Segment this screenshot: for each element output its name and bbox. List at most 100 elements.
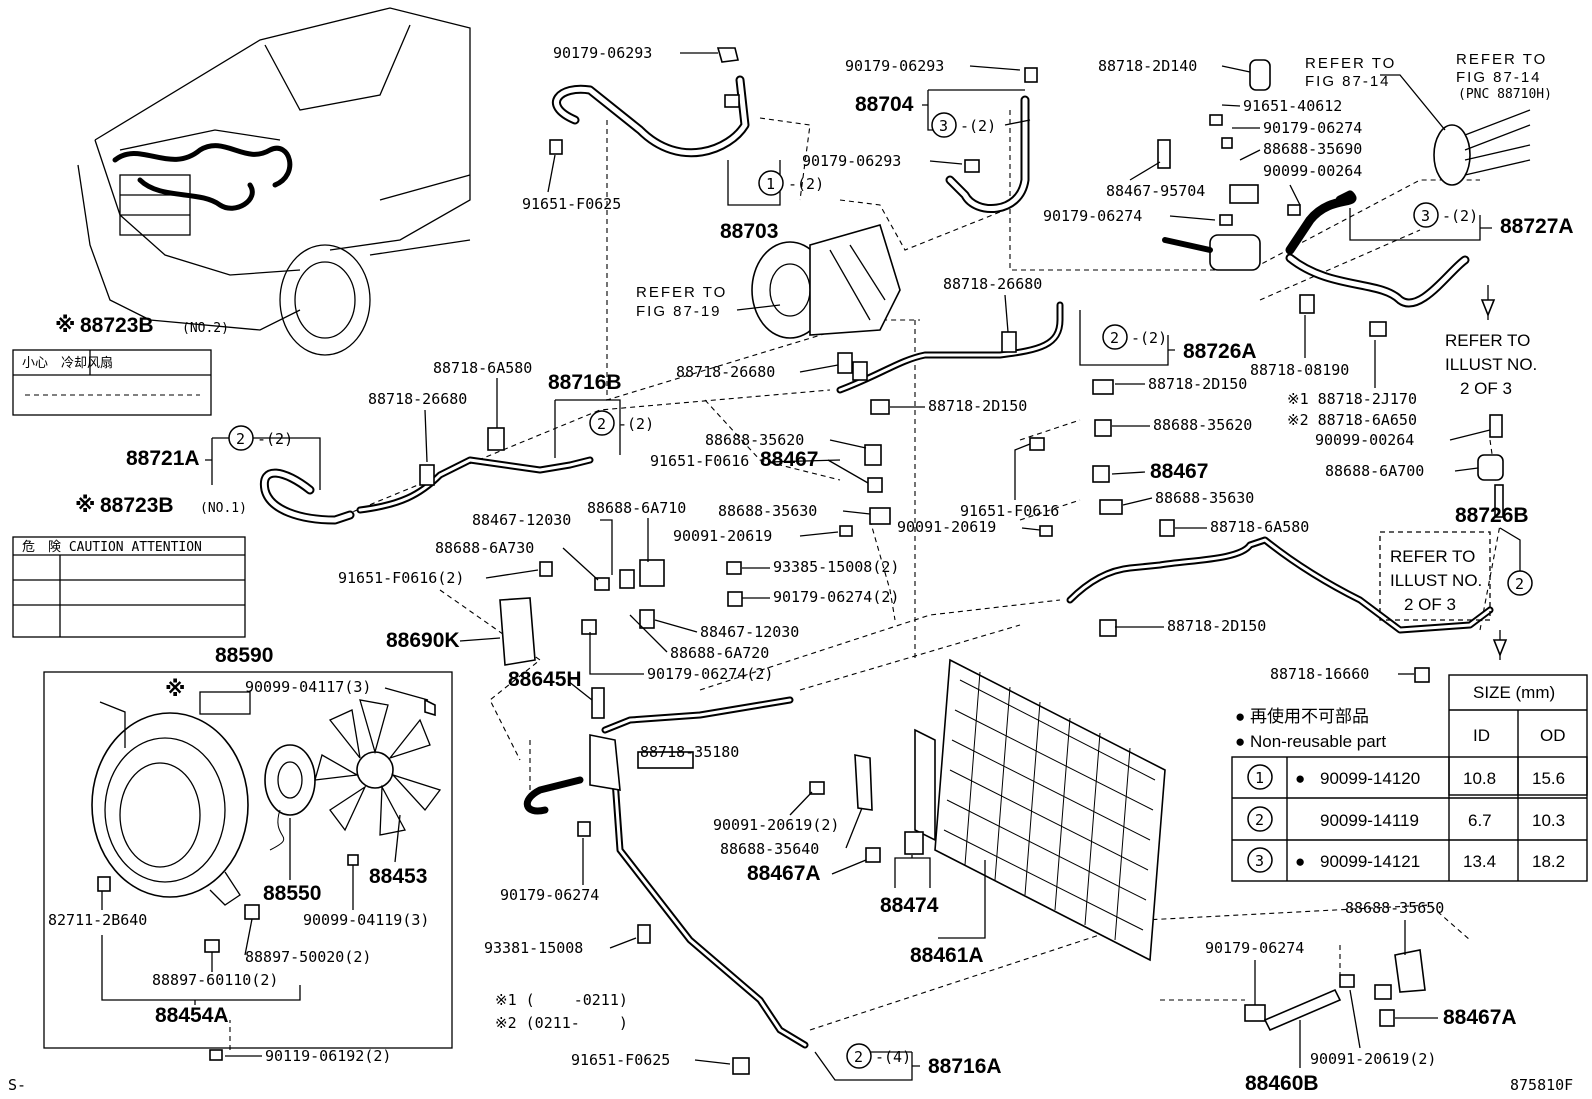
part-label-88716B: 88716B [548, 371, 622, 394]
label-suffix: (NO.2) [182, 321, 229, 336]
note-2: ※2 (0211- ) [495, 1014, 628, 1032]
part-label-91651-F0616: 91651-F0616 [650, 452, 749, 470]
part-label-88718-26680: 88718-26680 [943, 275, 1042, 293]
svg-text:REFER TO: REFER TO [1390, 547, 1475, 566]
size-header: SIZE (mm) [1473, 683, 1555, 702]
part-label-88718-2D150: 88718-2D150 [928, 397, 1027, 415]
part-label-88718-26680: 88718-26680 [676, 363, 775, 381]
note-1: ※1 ( -0211) [495, 991, 628, 1009]
part-label-88461A: 88461A [910, 944, 984, 967]
refer-note-fig-87-14b: REFER TO FIG 87-14 (PNC 88710H) [1456, 51, 1552, 102]
part-label-90179-06293: 90179-06293 [553, 44, 652, 62]
hoses [259, 75, 1494, 1049]
svg-text:2 OF 3: 2 OF 3 [1460, 379, 1512, 398]
svg-text:●: ● [1295, 769, 1305, 788]
part-label-91651-F0616: 91651-F0616 [960, 502, 1059, 520]
part-label-88590: 88590 [215, 644, 273, 667]
table-row: 3 ● 90099-14121 13.4 18.2 [1247, 847, 1565, 873]
asterisk-mark: ※ [165, 678, 185, 701]
svg-text:REFER TO: REFER TO [1456, 51, 1547, 68]
part-label-88727A: 88727A [1500, 215, 1574, 238]
part-label-88688-6A710: 88688-6A710 [587, 499, 686, 517]
part-label-88726B: 88726B [1455, 504, 1529, 527]
part-label-90091-20619: 90091-20619 [673, 527, 772, 545]
label-part-number: 88723B [100, 494, 174, 517]
part-label-88688-6A730: 88688-6A730 [435, 539, 534, 557]
svg-text:10.8: 10.8 [1463, 769, 1496, 788]
fan-blades [314, 699, 442, 836]
part-label-88688-35640: 88688-35640 [720, 840, 819, 858]
small-fittings [419, 59, 1531, 1075]
svg-text:90099-14121: 90099-14121 [1320, 852, 1420, 871]
svg-text:18.2: 18.2 [1532, 852, 1565, 871]
part-label-88467: 88467 [760, 448, 818, 471]
part-label-91651-F0625: 91651-F0625 [522, 195, 621, 213]
part-label-88453: 88453 [369, 865, 427, 888]
part-label-88467-12030: 88467-12030 [472, 511, 571, 529]
part-labels: 90179-06293 91651-F0625 88703 1 -(2) 901… [126, 44, 1574, 1095]
part-label-90179-06274-2: 90179-06274(2) [773, 588, 899, 606]
legend-jp: ● 再使用不可部品 [1235, 706, 1369, 726]
part-label-88718-35180: 88718-35180 [640, 743, 739, 761]
col-id: ID [1473, 726, 1490, 745]
svg-text:-(2): -(2) [1131, 329, 1167, 347]
part-label-88467-12030: 88467-12030 [700, 623, 799, 641]
fan-assembly-box: 88590 ※ 90099-04117(3) 88550 [43, 644, 453, 1049]
part-label-90091-20619-2: 90091-20619(2) [1310, 1050, 1436, 1068]
svg-text:-(2): -(2) [960, 117, 996, 135]
svg-text:REFER TO: REFER TO [1445, 331, 1530, 350]
part-label-88688-35620: 88688-35620 [705, 431, 804, 449]
part-label-88718-6A580: 88718-6A580 [433, 359, 532, 377]
svg-text:2 OF 3: 2 OF 3 [1404, 595, 1456, 614]
svg-text:-(2): -(2) [618, 415, 654, 433]
col-od: OD [1540, 726, 1566, 745]
svg-text:2: 2 [854, 1048, 863, 1066]
label-caption: 小心 冷却风扇 [22, 355, 113, 371]
label-part-number: 88723B [80, 314, 154, 337]
svg-text:REFER TO: REFER TO [636, 284, 727, 301]
refer-note-fig-87-19: REFER TO FIG 87-19 [636, 284, 781, 320]
part-label-88688-35630: 88688-35630 [1155, 489, 1254, 507]
label-caption: 危 険 CAUTION ATTENTION [22, 540, 202, 555]
part-label-88718-16660: 88718-16660 [1270, 665, 1369, 683]
svg-text:2: 2 [1515, 575, 1524, 593]
refer-note-fig-87-14a: REFER TO FIG 87-14 [1305, 55, 1446, 131]
part-label-91651-F0625: 91651-F0625 [571, 1051, 670, 1069]
part-label-88467A: 88467A [747, 862, 821, 885]
svg-text:-(2): -(2) [1442, 207, 1478, 225]
table-row: 2 90099-14119 6.7 10.3 [1247, 806, 1565, 832]
svg-text:90099-14120: 90099-14120 [1320, 769, 1420, 788]
legend-en: ● Non-reusable part [1235, 732, 1386, 751]
blank-label [199, 691, 251, 715]
part-label-91651-40612: 91651-40612 [1243, 97, 1342, 115]
svg-text:-(2): -(2) [257, 430, 293, 448]
svg-text:1: 1 [766, 175, 775, 193]
part-label-82711-2B640: 82711-2B640 [48, 911, 147, 929]
part-label-88467-95704: 88467-95704 [1106, 182, 1205, 200]
asterisk-mark: ※ [55, 314, 75, 337]
svg-text:ILLUST NO.: ILLUST NO. [1445, 355, 1537, 374]
part-label-88718-08190: 88718-08190 [1250, 361, 1349, 379]
part-label-88690K: 88690K [386, 629, 460, 652]
svg-text:2: 2 [597, 415, 606, 433]
part-label-90099-04117: 90099-04117(3) [245, 678, 371, 696]
part-label-88718-2D150: 88718-2D150 [1167, 617, 1266, 635]
part-label-88718-6A650: ※2 88718-6A650 [1287, 411, 1417, 429]
refer-note-illust-b: REFER TO ILLUST NO. 2 OF 3 [1379, 531, 1508, 660]
part-label-88467: 88467 [1150, 460, 1208, 483]
part-label-90099-00264: 90099-00264 [1315, 431, 1414, 449]
svg-text:3: 3 [1255, 852, 1264, 870]
part-label-88688-6A720: 88688-6A720 [670, 644, 769, 662]
svg-text:2: 2 [236, 430, 245, 448]
part-label-88704: 88704 [855, 93, 914, 116]
part-label-93381-15008: 93381-15008 [484, 939, 583, 957]
part-label-88718-2D140: 88718-2D140 [1098, 57, 1197, 75]
part-label-88688-35620: 88688-35620 [1153, 416, 1252, 434]
part-label-90179-06274-2: 90179-06274(2) [647, 665, 773, 683]
part-label-90099-04119: 90099-04119(3) [303, 911, 429, 929]
svg-text:(PNC 88710H): (PNC 88710H) [1458, 87, 1552, 102]
part-label-90119-06192: 90119-06192(2) [265, 1047, 391, 1065]
label-suffix: (NO.1) [200, 501, 247, 516]
svg-text:FIG 87-19: FIG 87-19 [636, 303, 722, 320]
